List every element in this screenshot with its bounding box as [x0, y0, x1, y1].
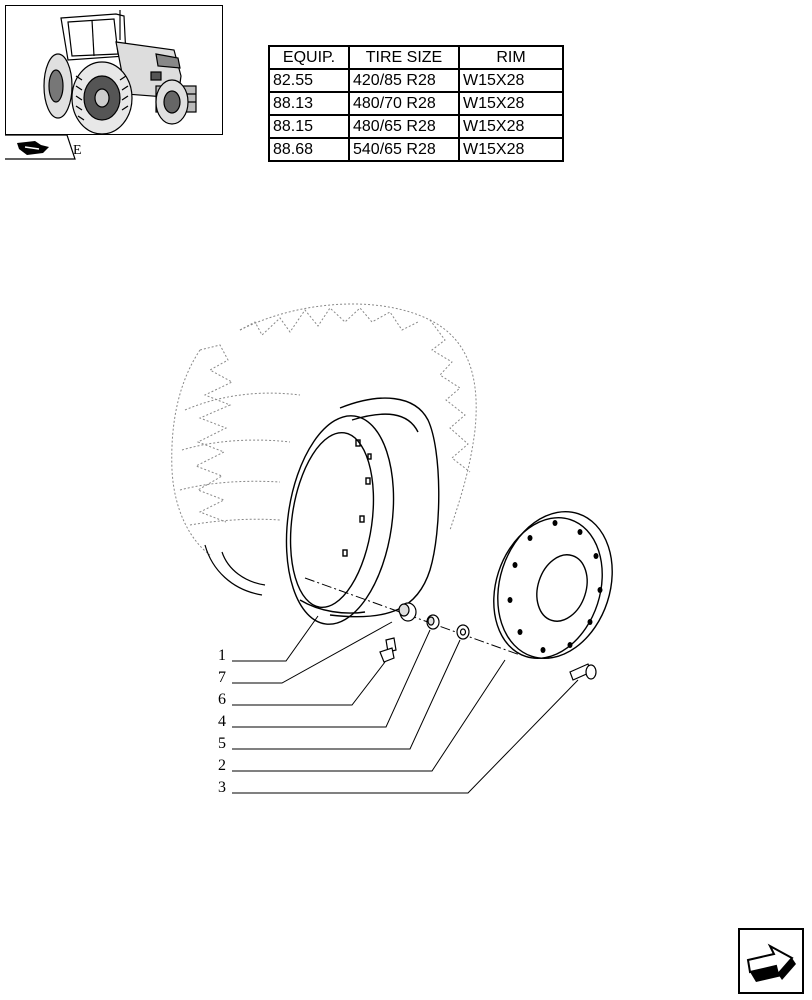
cell-tire-size: 480/65 R28	[348, 114, 460, 139]
tire-base	[204, 544, 266, 596]
phantom-tire	[171, 303, 477, 556]
table-header-row: EQUIP. TIRE SIZE RIM	[268, 45, 564, 70]
spacer	[426, 614, 440, 630]
column-header-equip: EQUIP.	[268, 45, 350, 70]
tractor-thumbnail-icon	[43, 10, 197, 135]
washer	[456, 624, 470, 640]
cell-tire-size: 480/70 R28	[348, 91, 460, 116]
cell-equip: 88.15	[268, 114, 350, 139]
callout-4: 4	[218, 713, 226, 730]
table-row: 82.55 420/85 R28 W15X28	[268, 68, 564, 93]
wheel-disc	[493, 510, 613, 660]
callout-3: 3	[218, 779, 226, 796]
callout-5: 5	[218, 735, 226, 752]
rim	[285, 397, 440, 625]
cell-rim: W15X28	[458, 91, 564, 116]
cell-equip: 88.68	[268, 137, 350, 162]
callout-2: 2	[218, 757, 226, 774]
tire-spec-table: EQUIP. TIRE SIZE RIM 82.55 420/85 R28 W1…	[268, 45, 564, 162]
book-arrow-icon	[5, 134, 76, 160]
callout-7: 7	[218, 669, 226, 686]
table-row: 88.13 480/70 R28 W15X28	[268, 91, 564, 116]
wheel-bolt	[569, 663, 597, 681]
section-tab[interactable]: E	[5, 134, 85, 168]
cell-rim: W15X28	[458, 137, 564, 162]
tire-valve	[379, 637, 397, 663]
table-row: 88.68 540/65 R28 W15X28	[268, 137, 564, 162]
callout-1: 1	[218, 647, 226, 664]
callout-6: 6	[218, 691, 226, 708]
column-header-rim: RIM	[458, 45, 564, 70]
cell-tire-size: 540/65 R28	[348, 137, 460, 162]
cell-equip: 82.55	[268, 68, 350, 93]
cell-rim: W15X28	[458, 68, 564, 93]
cell-equip: 88.13	[268, 91, 350, 116]
cell-tire-size: 420/85 R28	[348, 68, 460, 93]
wheel-nut	[398, 602, 417, 622]
tractor-thumbnail	[5, 5, 223, 135]
column-header-tire-size: TIRE SIZE	[348, 45, 460, 70]
next-page-button[interactable]	[738, 928, 804, 994]
table-row: 88.15 480/65 R28 W15X28	[268, 114, 564, 139]
next-page-arrow-icon	[746, 943, 796, 982]
section-tab-label: E	[73, 143, 82, 158]
cell-rim: W15X28	[458, 114, 564, 139]
leader-lines	[232, 615, 579, 794]
